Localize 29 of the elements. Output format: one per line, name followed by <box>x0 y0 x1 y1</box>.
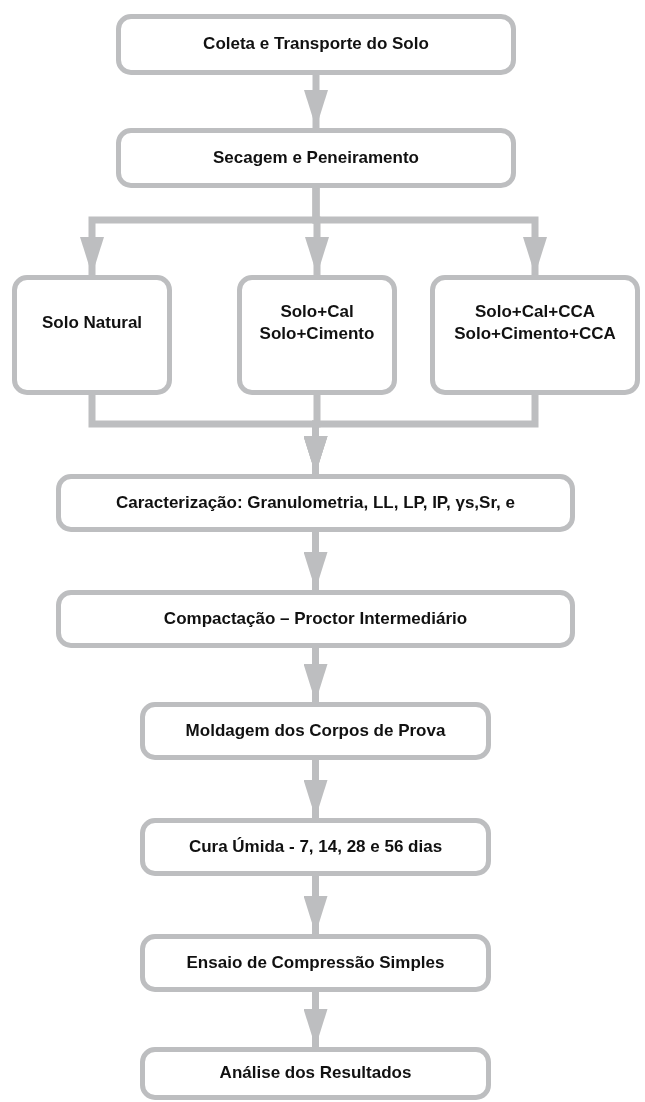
arrow <box>303 876 328 934</box>
step-label: Caracterização: Granulometria, LL, LP, IP, γs,Sr, e <box>114 491 516 514</box>
arrow <box>303 760 328 818</box>
step-label: Coleta e Transporte do Solo <box>202 33 430 56</box>
step-label: Moldagem dos Corpos de Prova <box>184 719 447 742</box>
step-label: Solo+Cal Solo+Cimento <box>258 300 376 345</box>
process-box <box>12 275 172 395</box>
arrow <box>303 532 328 590</box>
process-box <box>140 1047 491 1100</box>
step-label: Ensaio de Compressão Simples <box>185 951 446 974</box>
step-label: Cura Úmida - 7, 14, 28 e 56 dias <box>187 835 444 858</box>
process-box <box>140 934 491 992</box>
step-label: Secagem e Peneiramento <box>212 146 420 169</box>
arrow <box>303 992 328 1047</box>
arrow <box>303 648 328 702</box>
arrow <box>304 75 328 128</box>
process-box <box>116 128 516 188</box>
step-label: Solo Natural <box>40 311 144 334</box>
step-label: Solo+Cal+CCA Solo+Cimento+CCA <box>453 300 617 345</box>
arrow <box>312 188 547 275</box>
process-box <box>56 590 575 648</box>
step-label: Compactação – Proctor Intermediário <box>162 607 469 630</box>
process-box <box>140 818 491 876</box>
process-box <box>116 14 516 75</box>
step-label: Análise dos Resultados <box>218 1062 413 1085</box>
process-box <box>56 474 575 532</box>
process-box <box>237 275 397 395</box>
process-box <box>140 702 491 760</box>
process-box <box>430 275 640 395</box>
